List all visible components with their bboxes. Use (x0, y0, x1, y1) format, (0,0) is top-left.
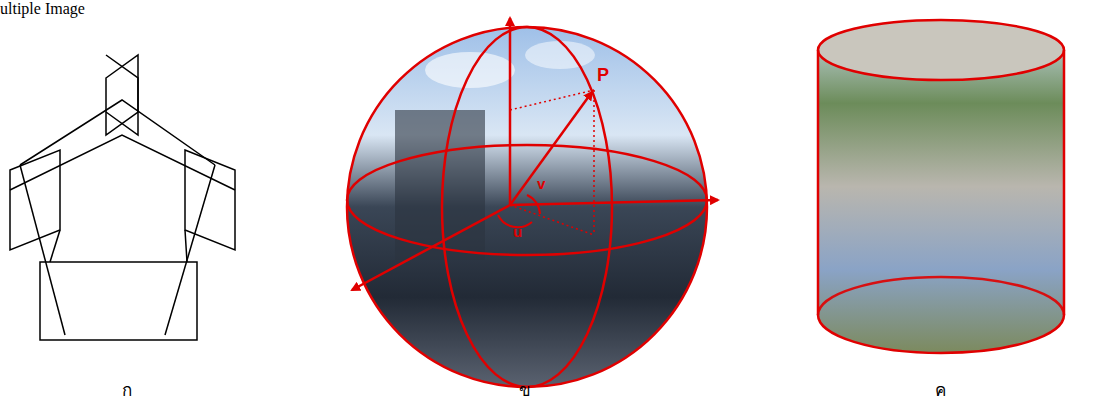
figure-label: ข (519, 382, 531, 401)
angle-label: u (513, 224, 522, 241)
point-label: P (597, 66, 609, 86)
angle-label: v (537, 176, 545, 193)
camera-planes (10, 55, 235, 340)
figure-heading: ultiple Image (0, 0, 85, 18)
figure-label: ก (122, 382, 132, 401)
sphere (347, 18, 718, 387)
figure-label: ค (935, 382, 946, 401)
cylinder (818, 20, 1064, 353)
